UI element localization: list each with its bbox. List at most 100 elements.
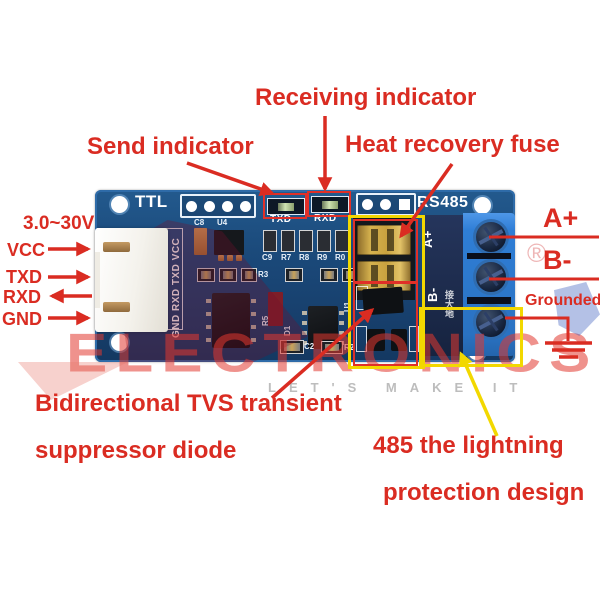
smd-component <box>299 230 313 252</box>
heat-recovery-fuse-label: Heat recovery fuse <box>345 131 560 158</box>
smd-bead <box>284 343 300 351</box>
capacitor-c8 <box>194 228 207 255</box>
ic-pin <box>251 338 256 342</box>
lightning-label-line2: protection design <box>383 479 585 506</box>
pad-hole <box>221 200 233 212</box>
smd-component <box>219 268 237 282</box>
smd-bead <box>289 271 299 279</box>
component-label: C2 <box>304 342 315 351</box>
ic-pin <box>206 299 211 303</box>
a-plus-label: A+ <box>543 203 579 233</box>
txd-led-silkscreen: TXD <box>270 214 292 225</box>
ic-pin <box>251 312 256 316</box>
ic-pin <box>206 338 211 342</box>
pad-hole <box>361 199 373 210</box>
component-label: U4 <box>217 218 228 227</box>
txd-led-highlight-box <box>263 193 307 219</box>
connector-pin <box>103 302 130 312</box>
pad-hole <box>380 199 392 210</box>
ic-pin <box>302 321 307 325</box>
ic-pin <box>251 299 256 303</box>
tvs-diode <box>367 329 385 351</box>
terminal-ground-silkscreen: 接大地 <box>444 290 454 319</box>
grounded-label: Grounded. <box>525 292 600 309</box>
send-indicator-label: Send indicator <box>87 133 254 160</box>
regulator-leg <box>227 255 233 261</box>
ttl-header-pads <box>180 194 256 218</box>
receiving-indicator-label: Receiving indicator <box>255 84 477 111</box>
pad-hole <box>185 200 197 212</box>
tvs-label-line1: Bidirectional TVS transient <box>35 390 342 417</box>
terminal-separator <box>467 297 511 304</box>
fuse-marking <box>387 229 394 251</box>
gnd-pin-label: GND <box>2 309 42 329</box>
smd-bead <box>201 271 211 279</box>
smd-bead <box>324 271 334 279</box>
smd-component <box>241 268 257 282</box>
voltage-range-label: 3.0~30V <box>23 213 95 234</box>
led-chip <box>278 202 294 211</box>
component-label: R3 <box>258 270 269 279</box>
terminal-screw-ground <box>473 304 509 340</box>
silkscreen-bracket <box>356 326 367 352</box>
fuse-highlight-box <box>353 219 418 284</box>
smd-bead <box>245 271 253 279</box>
regulator-leg <box>236 255 242 261</box>
silkscreen-bracket <box>409 326 419 352</box>
smd-component <box>285 268 303 282</box>
lightning-label-line1: 485 the lightning <box>373 432 564 459</box>
lightning-protection-highlight-box <box>348 215 425 369</box>
fuse-marking <box>387 265 394 287</box>
lightning-protection-arrow <box>458 351 499 437</box>
rxd-led-highlight-box <box>307 191 351 217</box>
smd-component <box>263 230 277 252</box>
rxd-led-silkscreen: RXD <box>314 213 337 224</box>
soic8-ic <box>206 293 256 348</box>
send-indicator-arrow <box>186 161 275 197</box>
smd-component <box>320 268 338 282</box>
ic-pin <box>206 325 211 329</box>
ground-lead-line <box>505 316 570 341</box>
smd-component <box>197 268 215 282</box>
diode-d1 <box>268 292 283 326</box>
ic-pin <box>339 331 344 335</box>
b-minus-label: B- <box>543 245 572 275</box>
pad-hole <box>203 200 215 212</box>
regulator-u4 <box>214 230 244 255</box>
component-label: C9 <box>262 253 273 262</box>
tvs-diode-arrow <box>270 308 375 400</box>
vcc-pin-label: VCC <box>7 240 46 260</box>
ic-pin <box>339 321 344 325</box>
component-label: R9 <box>317 253 328 262</box>
tvs-label-line2: suppressor diode <box>35 437 237 464</box>
terminal-front-face <box>425 215 465 356</box>
ttl-silkscreen-label: TTL <box>135 192 168 211</box>
component-label: R0 <box>335 253 346 262</box>
smd-bead <box>223 271 233 279</box>
ic-pin <box>302 331 307 335</box>
component-label: R7 <box>281 253 292 262</box>
ic-pin <box>251 325 256 329</box>
ic-pin <box>339 311 344 315</box>
mount-hole-top-right <box>474 197 491 214</box>
heat-fuse-arrow <box>399 162 454 239</box>
connector-pin <box>103 242 130 252</box>
terminal-screw-b <box>473 259 509 295</box>
mount-hole-bottom-left <box>111 334 128 351</box>
led-chip <box>322 200 338 209</box>
txd-led <box>267 198 305 215</box>
terminal-separator <box>467 253 511 259</box>
rxd-led <box>311 196 349 213</box>
fuse-marking <box>371 265 378 287</box>
tvs-highlight-box <box>353 281 418 366</box>
ic-pin <box>302 341 307 345</box>
jst-connector <box>95 228 168 332</box>
fuse-marking <box>371 229 378 251</box>
pad-hole <box>239 200 251 212</box>
connector-latch <box>95 252 100 308</box>
regulator-leg <box>218 255 224 261</box>
pad-hole-square <box>399 199 411 210</box>
rxd-pin-label: RXD <box>3 287 42 307</box>
